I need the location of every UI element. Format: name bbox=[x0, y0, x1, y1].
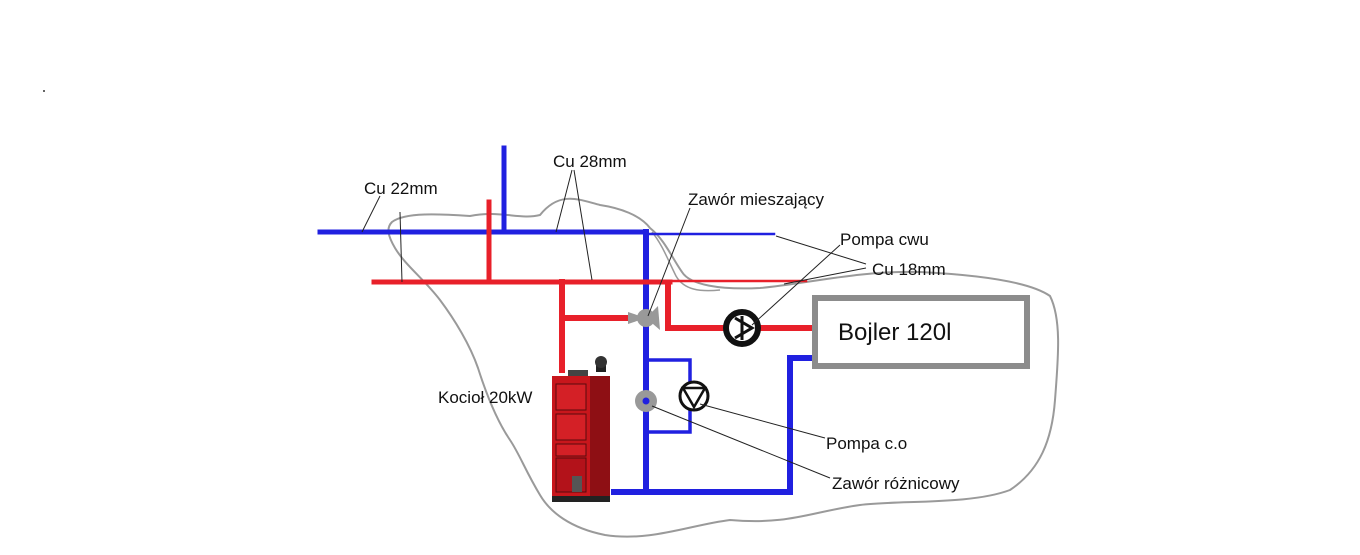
leader-cu18-a bbox=[775, 235, 867, 265]
room-outline-inner bbox=[651, 231, 721, 292]
boiler-tank bbox=[812, 295, 1030, 369]
leader-cu18-b bbox=[783, 267, 867, 285]
label-cu-18mm: Cu 18mm bbox=[872, 260, 946, 279]
differential-valve-icon bbox=[635, 390, 657, 412]
label-cu-22mm: Cu 22mm bbox=[364, 179, 438, 198]
leader-zawor-roznicowy bbox=[651, 405, 831, 479]
mixing-valve-icon bbox=[628, 306, 660, 330]
label-pompa-co: Pompa c.o bbox=[826, 434, 908, 453]
leader-cu22-a bbox=[361, 195, 381, 233]
leader-pompa-co bbox=[699, 403, 826, 439]
stray-dot bbox=[43, 90, 45, 92]
label-pompa-cwu: Pompa cwu bbox=[840, 230, 929, 249]
pompa-cwu-pump-icon bbox=[723, 309, 761, 347]
kociol-boiler-icon bbox=[552, 356, 610, 502]
pompa-co-pump-icon bbox=[678, 380, 710, 412]
label-kociol: Kocioł 20kW bbox=[438, 388, 533, 407]
leader-cu28-b bbox=[573, 169, 593, 281]
label-zawor-mieszajacy: Zawór mieszający bbox=[688, 190, 825, 209]
leader-lines bbox=[361, 169, 867, 479]
label-bojler: Bojler 120l bbox=[838, 319, 952, 346]
leader-cu28-a bbox=[555, 169, 573, 233]
room-outline bbox=[387, 197, 1060, 538]
leader-cu22-b bbox=[399, 211, 403, 283]
leader-pompa-cwu bbox=[751, 244, 841, 326]
hot-feed-to-boiler-pipe bbox=[665, 281, 817, 331]
label-cu-28mm: Cu 28mm bbox=[553, 152, 627, 171]
label-zawor-roznicowy: Zawór różnicowy bbox=[832, 474, 960, 493]
leader-zawor-mieszajacy bbox=[647, 207, 691, 317]
hot-pipes bbox=[371, 199, 817, 373]
